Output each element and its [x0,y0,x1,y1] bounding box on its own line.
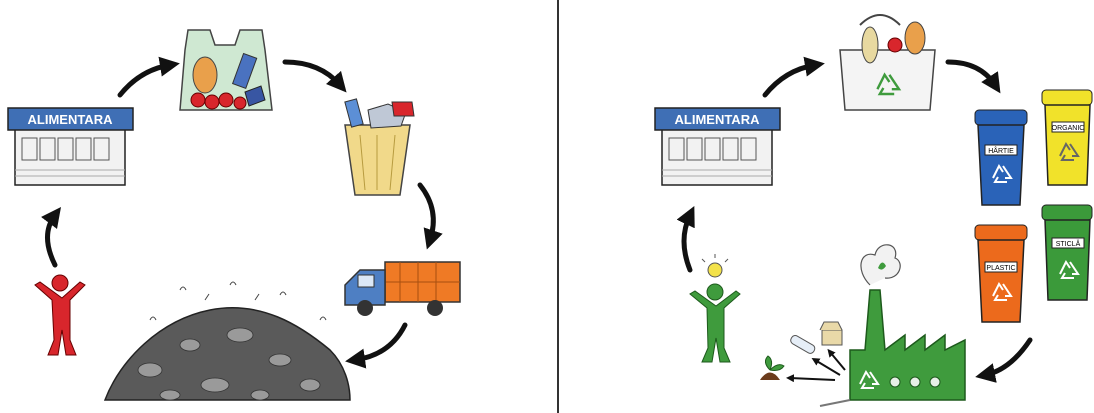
garbage-truck [345,262,460,316]
store-right: ALIMENTARA [655,108,780,185]
person-green [690,254,740,362]
bin-plastic: PLASTIC [975,225,1027,322]
reusable-bag [840,15,935,110]
bin-paper: HÂRTIE [975,110,1027,205]
person-red [35,275,85,355]
bin-glass-label: STICLĂ [1056,239,1081,248]
recycling-factory [820,245,965,406]
store-sign-left: ALIMENTARA [28,112,114,127]
plastic-bag-left [180,30,272,110]
store-left: ALIMENTARA [8,108,133,185]
bin-organic: ORGANIC [1042,90,1092,185]
rubble-heap [105,282,350,400]
recycled-outputs [760,322,845,380]
bin-glass: STICLĂ [1042,205,1092,300]
bin-organic-label: ORGANIC [1052,125,1085,132]
bin-paper-label: HÂRTIE [988,146,1014,155]
trash-can [345,99,414,195]
store-sign-right: ALIMENTARA [675,112,761,127]
bin-plastic-label: PLASTIC [986,265,1015,272]
